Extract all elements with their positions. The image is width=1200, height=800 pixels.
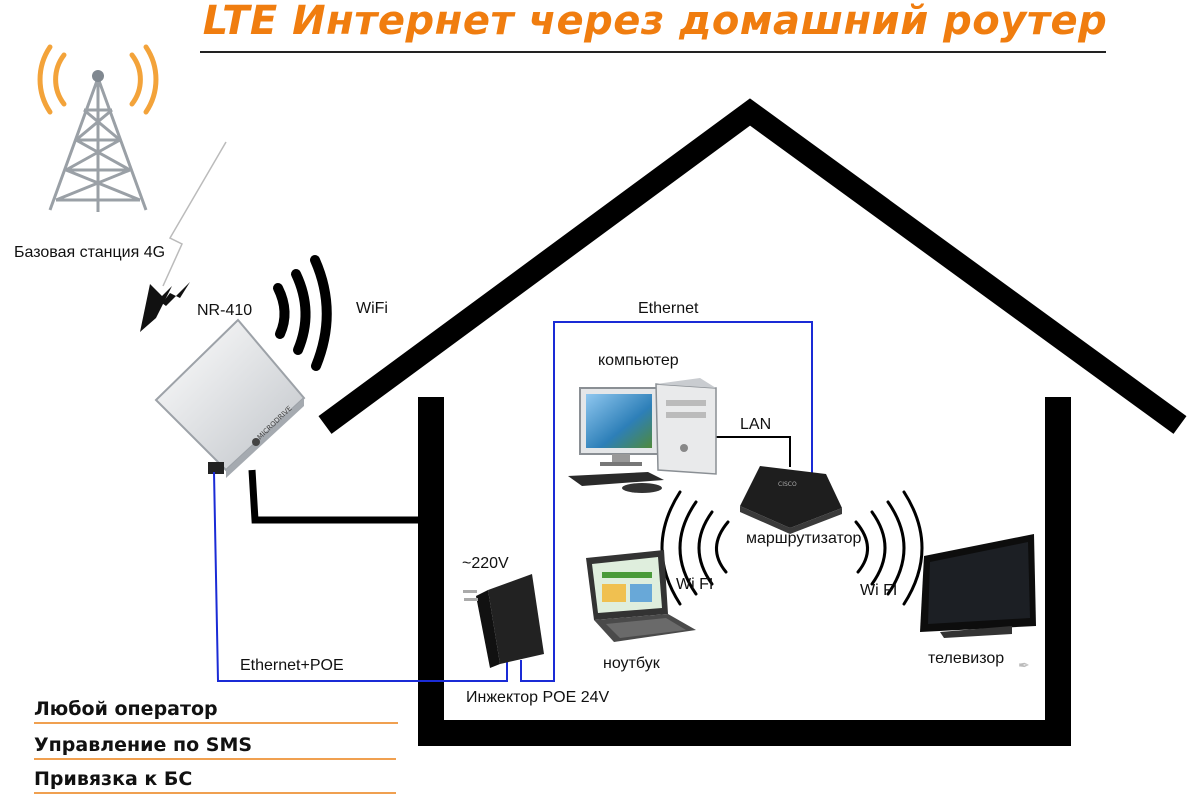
ethernet-poe-cable [213,471,508,682]
computer-label: компьютер [598,352,679,369]
base-station-label: Базовая станция 4G [14,244,166,261]
signal-arc-icon [660,490,730,606]
page-title: LTE Интернет через домашний роутер [202,0,1108,44]
power-label: ~220V [462,555,509,572]
wifi-left-label: Wi FI [676,576,714,593]
title-underline [200,51,1106,53]
ethernet-label: Ethernet [638,300,699,317]
outdoor-black-cable [248,469,420,524]
feature-any-operator: Любой оператор [34,698,218,720]
feature-sms-control: Управление по SMS [34,734,253,756]
svg-text:CISCO: CISCO [778,481,797,488]
injector-lan-cable [520,321,813,682]
feature-underline [34,758,396,760]
wifi-outdoor-label: WiFi [356,300,388,317]
router-label: маршрутизатор [746,530,862,547]
power-adapter-icon [463,574,544,668]
device-model-label: NR-410 [197,302,253,319]
lan-cable [716,436,791,467]
feature-bs-binding: Привязка к БС [34,768,193,790]
ethernet-poe-label: Ethernet+POE [240,657,344,674]
laptop-icon [586,550,696,642]
feature-underline [34,722,398,724]
house-outline [318,98,1187,746]
wifi-right-label: Wi FI [860,582,898,599]
tv-label: телевизор [928,650,1005,667]
lightning-bolt-icon [140,141,227,332]
laptop-label: ноутбук [603,655,660,672]
injector-label: Инжектор POE 24V [466,689,610,706]
lan-label: LAN [740,416,772,433]
signal-arc-icon [854,490,924,606]
router-icon: CISCO [740,466,842,534]
cell-tower-icon [37,44,159,212]
antenna-device-icon: MICRODRIVE [154,318,306,478]
computer-icon [568,378,717,493]
watermark: ✒ [1018,658,1030,674]
tv-icon [920,534,1036,638]
signal-arc-icon [273,255,332,371]
feature-underline [34,792,396,794]
